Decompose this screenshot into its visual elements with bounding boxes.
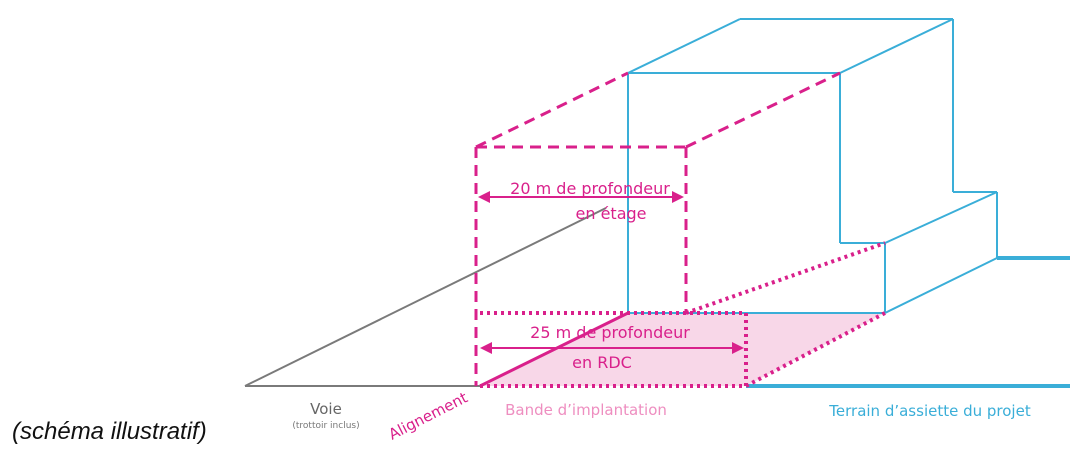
ground-floor-footprint	[480, 313, 885, 386]
ground-depth-label-1: 25 m de profondeur	[530, 323, 690, 342]
alignment-line	[479, 311, 629, 388]
setback-band-label: Bande d’implantation	[505, 401, 667, 419]
building-outline	[627, 18, 998, 314]
ground-depth-dimension	[480, 342, 744, 354]
plot-label: Terrain d’assiette du projet	[828, 402, 1031, 420]
ground-depth-label-2: en RDC	[572, 353, 632, 372]
upper-floor-envelope	[474, 71, 841, 386]
road-label: Voie	[310, 400, 342, 418]
road-wedge	[244, 207, 607, 387]
upper-depth-label-1: 20 m de profondeur	[510, 179, 670, 198]
upper-depth-dimension	[478, 191, 684, 203]
diagram-caption: (schéma illustratif)	[12, 418, 207, 445]
upper-depth-label-2: en étage	[576, 204, 647, 223]
ground-floor-envelope	[480, 241, 886, 388]
road-sublabel: (trottoir inclus)	[292, 421, 359, 431]
alignment-label: Alignement	[386, 388, 471, 443]
